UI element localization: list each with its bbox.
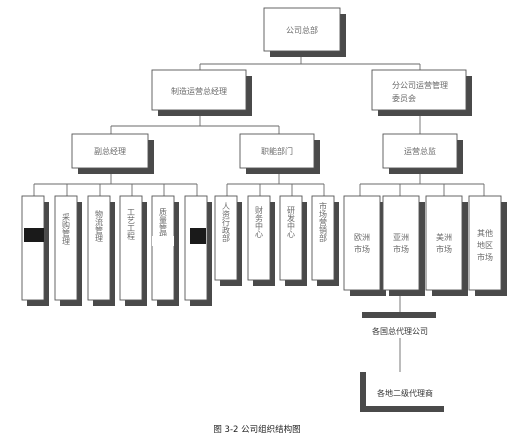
- ops-director-node: 运营总监: [382, 133, 463, 174]
- blacked-out-node-2: [184, 195, 212, 306]
- america-node: 美洲 市场: [425, 195, 468, 296]
- process-eng-node: 工艺工程: [119, 195, 147, 306]
- asia-node: 亚洲 市场: [382, 195, 425, 296]
- branch-committee-label-line1: 分公司运营管理: [392, 80, 448, 90]
- branch-committee-label-line2: 委员会: [392, 93, 416, 103]
- regional-agent-node: 各地二级代理商: [360, 372, 444, 412]
- quality-label: 质量管理: [159, 207, 168, 240]
- process-eng-label: 工艺工程: [127, 208, 136, 241]
- america-label-line2: 市场: [436, 244, 452, 254]
- logistics-node: 物流管理: [87, 195, 115, 306]
- deputy-gm-node: 副总经理: [71, 133, 154, 174]
- logistics-label: 物流管理: [95, 209, 104, 242]
- func-dept-node: 职能部门: [239, 133, 320, 174]
- europe-label-line1: 欧洲: [354, 232, 370, 242]
- europe-label-line2: 市场: [354, 244, 370, 254]
- mfg-gm-node: 制造运营总经理: [151, 69, 252, 116]
- asia-label-line1: 亚洲: [393, 233, 409, 242]
- other-regions-label-line2: 地区: [477, 240, 493, 250]
- procurement-node: 采购管理: [54, 195, 82, 306]
- marketing-node: 市场营销部: [311, 195, 339, 286]
- other-regions-label-line1: 其他: [477, 228, 493, 238]
- america-label-line1: 美洲: [436, 232, 452, 242]
- hq-node: 公司总部: [263, 7, 346, 57]
- finance-label: 财务中心: [255, 205, 264, 238]
- country-agent-node: 各国总代理公司: [362, 312, 436, 336]
- quality-node: 质量管理: [151, 195, 179, 306]
- figure-caption: 图 3-2 公司组织结构图: [213, 424, 300, 435]
- procurement-label: 采购管理: [62, 212, 71, 245]
- rnd-label: 研发中心: [287, 206, 296, 238]
- finance-node: 财务中心: [247, 195, 275, 286]
- ops-director-label: 运营总监: [404, 146, 436, 156]
- func-dept-label: 职能部门: [261, 146, 293, 156]
- connectors: [33, 56, 485, 372]
- hr-admin-node: 人资行政部: [214, 195, 242, 286]
- other-regions-label-line3: 市场: [477, 252, 493, 262]
- regional-agent-label: 各地二级代理商: [377, 388, 433, 398]
- country-agent-label: 各国总代理公司: [372, 326, 428, 336]
- marketing-label: 市场营销部: [319, 201, 328, 243]
- blacked-out-node-1: [21, 195, 49, 306]
- europe-node: 欧洲 市场: [343, 195, 386, 296]
- other-regions-node: 其他 地区 市场: [468, 195, 507, 296]
- branch-committee-node: 分公司运营管理 委员会: [371, 69, 472, 116]
- hr-admin-label: 人资行政部: [222, 202, 231, 243]
- mfg-gm-label: 制造运营总经理: [171, 86, 227, 96]
- asia-label-line2: 市场: [393, 244, 409, 254]
- hq-label: 公司总部: [286, 25, 318, 35]
- deputy-gm-label: 副总经理: [94, 146, 126, 156]
- rnd-node: 研发中心: [279, 195, 307, 286]
